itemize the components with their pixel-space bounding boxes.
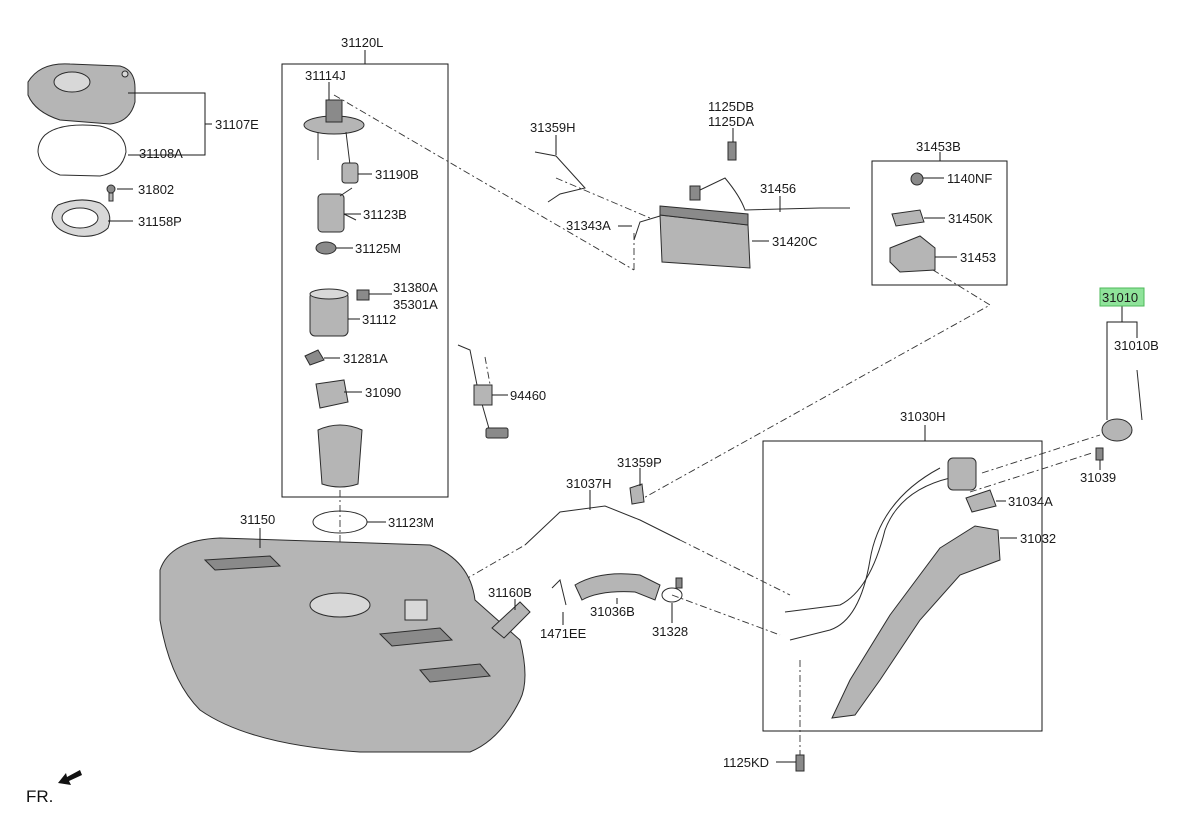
label-1125da[interactable]: 1125DA — [708, 114, 754, 129]
lock-ring[interactable] — [51, 199, 111, 237]
cap-screw-31039[interactable] — [1095, 447, 1104, 461]
fuel-cap[interactable] — [1101, 369, 1143, 442]
filler-hose-31160b[interactable] — [491, 601, 531, 639]
label-31160b[interactable]: 31160B — [488, 585, 532, 600]
pump-cover-plate[interactable] — [27, 63, 136, 125]
label-31114j[interactable]: 31114J — [305, 68, 346, 83]
front-indicator: FR. — [26, 770, 82, 806]
fuel-level-sender[interactable] — [457, 344, 509, 439]
front-label: FR. — [26, 787, 53, 806]
part-highlight — [1099, 287, 1145, 307]
canister-connector-31343a[interactable] — [633, 215, 661, 241]
filler-neck-pipe-31030h[interactable] — [784, 457, 977, 641]
label-94460[interactable]: 94460 — [510, 388, 546, 403]
filler-neck-protector-31032[interactable] — [831, 525, 1001, 719]
label-31150[interactable]: 31150 — [240, 512, 275, 527]
label-31158p[interactable]: 31158P — [138, 214, 182, 229]
label-31343a[interactable]: 31343A — [566, 218, 611, 233]
leader-lines — [108, 50, 1138, 763]
pump-flange[interactable] — [303, 99, 365, 166]
label-31037h[interactable]: 31037H — [566, 476, 612, 491]
label-1125kd[interactable]: 1125KD — [723, 755, 769, 770]
label-31190b[interactable]: 31190B — [375, 167, 419, 182]
pump-clip[interactable] — [304, 349, 325, 366]
filler-neck-bolt-1125kd[interactable] — [795, 754, 805, 772]
bolt-31802[interactable] — [106, 184, 116, 202]
label-31090[interactable]: 31090 — [365, 385, 401, 400]
pump-spacer[interactable] — [315, 241, 337, 255]
label-31328[interactable]: 31328 — [652, 624, 688, 639]
label-31123b[interactable]: 31123B — [363, 207, 407, 222]
canister-bracket-bolt[interactable] — [910, 172, 924, 186]
label-31039[interactable]: 31039 — [1080, 470, 1116, 485]
label-31010[interactable]: 31010 — [1102, 290, 1138, 305]
label-31112[interactable]: 31112 — [362, 312, 396, 327]
label-1125db[interactable]: 1125DB — [708, 99, 754, 114]
label-31281a[interactable]: 31281A — [343, 351, 388, 366]
label-31120l[interactable]: 31120L — [341, 35, 383, 50]
filler-vent-hose-31037h[interactable] — [524, 505, 681, 546]
hose-clip-31359p[interactable] — [629, 483, 645, 505]
label-31034a[interactable]: 31034A — [1008, 494, 1053, 509]
label-31010b[interactable]: 31010B — [1114, 338, 1159, 353]
label-31123m[interactable]: 31123M — [388, 515, 434, 530]
label-35301a[interactable]: 35301A — [393, 297, 438, 312]
clamp-1471ee[interactable] — [551, 579, 567, 606]
label-31453b[interactable]: 31453B — [916, 139, 961, 154]
label-31802[interactable]: 31802 — [138, 182, 174, 197]
label-31108a[interactable]: 31108A — [139, 146, 183, 161]
pump-gasket[interactable] — [37, 124, 127, 177]
front-direction-arrow-icon — [58, 770, 82, 785]
vapor-hose-31359h[interactable] — [534, 151, 586, 203]
label-31125m[interactable]: 31125M — [355, 241, 401, 256]
label-31032[interactable]: 31032 — [1020, 531, 1056, 546]
label-31450k[interactable]: 31450K — [948, 211, 993, 226]
canister-bracket-31450k[interactable] — [891, 209, 925, 227]
canister-mount-31453[interactable] — [889, 235, 936, 273]
label-31359h[interactable]: 31359H — [530, 120, 576, 135]
fuel-tank[interactable] — [159, 537, 526, 753]
fuel-filter[interactable] — [309, 288, 370, 337]
filler-hose-31036b[interactable] — [574, 573, 661, 601]
pump-bracket[interactable] — [315, 379, 349, 409]
canister-bolt[interactable] — [727, 141, 737, 161]
label-31359p[interactable]: 31359P — [617, 455, 662, 470]
label-31453[interactable]: 31453 — [960, 250, 996, 265]
label-31030h[interactable]: 31030H — [900, 409, 946, 424]
label-31420c[interactable]: 31420C — [772, 234, 818, 249]
label-31456[interactable]: 31456 — [760, 181, 796, 196]
pump-reservoir[interactable] — [317, 424, 363, 488]
canister-hose-31456[interactable] — [699, 177, 850, 211]
filler-neck-box — [762, 440, 1043, 732]
fuel-pump-motor[interactable] — [317, 187, 357, 233]
hose-clamp-31328[interactable] — [661, 577, 683, 603]
label-31107e[interactable]: 31107E — [215, 117, 259, 132]
filler-neck-bracket-31034a[interactable] — [965, 489, 997, 513]
label-1471ee[interactable]: 1471EE — [540, 626, 587, 641]
label-31036b[interactable]: 31036B — [590, 604, 635, 619]
label-31380a[interactable]: 31380A — [393, 280, 438, 295]
pressure-regulator[interactable] — [341, 162, 359, 184]
part-labels: 31120L 31114J 31107E 31108A 31802 31158P… — [138, 35, 1159, 770]
charcoal-canister[interactable] — [659, 185, 751, 269]
label-1140nf[interactable]: 1140NF — [947, 171, 992, 186]
